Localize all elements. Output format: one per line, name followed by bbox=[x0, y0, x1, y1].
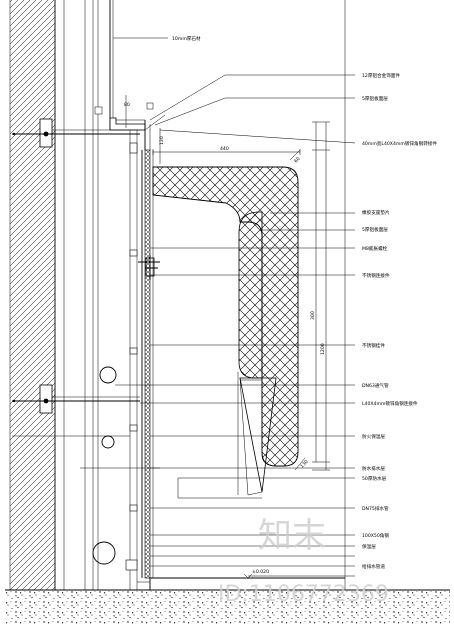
label-expansion-bolt: M8膨胀螺栓 bbox=[362, 245, 388, 252]
label-ss-connector: 不锈钢连接件 bbox=[362, 272, 390, 279]
label-ss-hanger: 不锈钢挂件 bbox=[362, 342, 385, 349]
label-angle-connector: 40mm宽L40X4mm镀锌角钢转接件 bbox=[362, 140, 437, 147]
label-angle-steel: L40X4mm镀锌角钢连接件 bbox=[362, 400, 418, 407]
planter-body bbox=[152, 166, 299, 496]
dim-elevation: ±0.020 bbox=[252, 569, 269, 575]
dimension-lines bbox=[125, 95, 330, 499]
dim-80: 80 bbox=[124, 102, 130, 108]
dim-440: 440 bbox=[220, 146, 229, 152]
dim-130-top: 130 bbox=[159, 136, 165, 145]
label-rubber-pad: 橡胶支座垫片 bbox=[362, 209, 390, 216]
label-aluminium-panel-top: 5厚铝板面层 bbox=[362, 95, 388, 102]
label-fire-insulation: 防火保温层 bbox=[362, 433, 385, 440]
component-labels: 10mm厚石材 12厚铝合金饰面件 5厚铝板面层 40mm宽L40X4mm镀锌角… bbox=[172, 35, 437, 570]
label-pipework: 给排水管道 bbox=[362, 563, 385, 570]
label-aluminium-panel: 5厚铝板面层 bbox=[362, 226, 388, 233]
concrete-wall bbox=[9, 0, 56, 590]
dim-300: 300 bbox=[310, 311, 316, 320]
dim-130-bottom: 130 bbox=[299, 459, 309, 469]
label-aluminium-trim: 12厚铝合金饰面件 bbox=[362, 72, 400, 79]
label-waterproof: 50厚防水层 bbox=[362, 475, 387, 482]
label-vent-pipe: DN63通气管 bbox=[362, 382, 389, 389]
watermark-brand: 知末 bbox=[258, 516, 326, 556]
label-insulation: 保温层 bbox=[362, 543, 376, 550]
leader-lines bbox=[113, 37, 356, 577]
dim-1200: 1200 bbox=[320, 343, 326, 355]
watermark-id: ID:1106772369 bbox=[218, 582, 389, 607]
dim-60: 60 bbox=[293, 156, 301, 164]
pipe-sections bbox=[92, 366, 117, 565]
label-stone: 10mm厚石材 bbox=[172, 35, 201, 42]
dimension-labels: 80 130 440 60 300 1200 130 ±0.020 bbox=[124, 102, 326, 575]
label-drain-pipe: DN75排水管 bbox=[362, 505, 389, 512]
cladding-verticals bbox=[63, 0, 154, 590]
ground-base bbox=[5, 0, 450, 624]
watermark: 知末 ID:1106772369 bbox=[218, 516, 389, 607]
label-angle-100x50: 100X50角钢 bbox=[362, 532, 389, 539]
label-drainage-layer: 防水排水层 bbox=[362, 465, 385, 472]
fixing-blocks bbox=[125, 142, 160, 571]
